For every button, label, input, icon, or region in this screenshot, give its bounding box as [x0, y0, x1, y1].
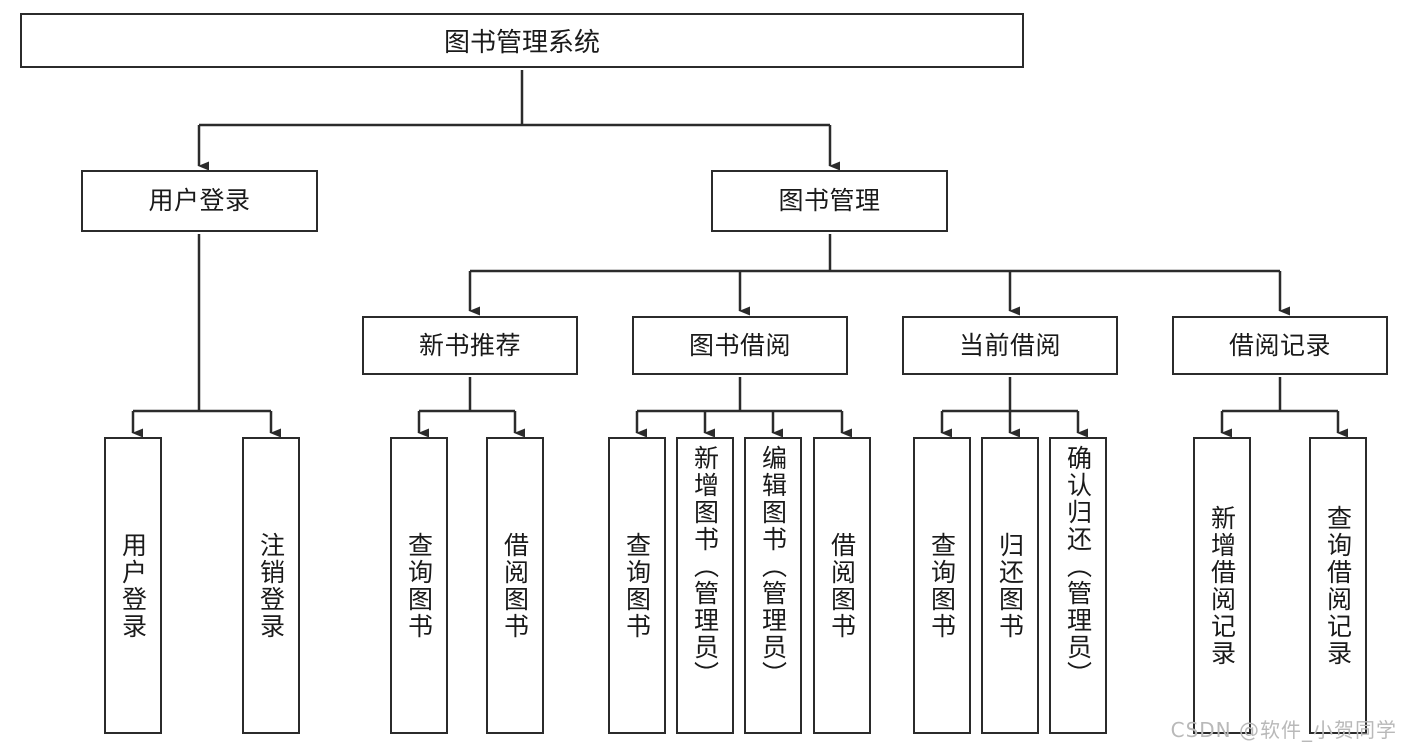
leaf-confirm-return[interactable]: 确认归还（管理员）	[1049, 437, 1107, 734]
watermark: CSDN @软件_小贺同学	[1170, 718, 1397, 742]
leaf-confirm-return-label: 确认归还（管理员）	[1063, 445, 1093, 688]
node-book-manage[interactable]: 图书管理	[711, 170, 948, 232]
node-current-borrow-label: 当前借阅	[958, 330, 1061, 360]
node-borrow-record[interactable]: 借阅记录	[1172, 316, 1388, 375]
node-new-book-rec-label: 新书推荐	[418, 330, 521, 360]
node-root[interactable]: 图书管理系统	[20, 13, 1024, 68]
leaf-query-book-1-label: 查询图书	[404, 531, 434, 640]
node-current-borrow[interactable]: 当前借阅	[902, 316, 1118, 375]
node-borrow-record-label: 借阅记录	[1228, 330, 1331, 360]
node-user-login[interactable]: 用户登录	[81, 170, 318, 232]
leaf-user-logout[interactable]: 注销登录	[242, 437, 300, 734]
leaf-add-book[interactable]: 新增图书（管理员）	[676, 437, 734, 734]
node-root-label: 图书管理系统	[443, 28, 600, 58]
leaf-add-record[interactable]: 新增借阅记录	[1193, 437, 1251, 734]
leaf-add-book-label: 新增图书（管理员）	[690, 445, 720, 688]
leaf-borrow-book-1[interactable]: 借阅图书	[486, 437, 544, 734]
leaf-query-book-3[interactable]: 查询图书	[913, 437, 971, 734]
leaf-add-record-label: 新增借阅记录	[1207, 504, 1237, 667]
leaf-query-book-2-label: 查询图书	[622, 531, 652, 640]
leaf-borrow-book-2-label: 借阅图书	[827, 531, 857, 640]
leaf-user-login-label: 用户登录	[118, 531, 148, 640]
leaf-edit-book-label: 编辑图书（管理员）	[758, 445, 788, 688]
leaf-edit-book[interactable]: 编辑图书（管理员）	[744, 437, 802, 734]
node-new-book-rec[interactable]: 新书推荐	[362, 316, 578, 375]
leaf-query-record[interactable]: 查询借阅记录	[1309, 437, 1367, 734]
leaf-borrow-book-1-label: 借阅图书	[500, 531, 530, 640]
node-book-borrow-label: 图书借阅	[688, 330, 791, 360]
node-book-manage-label: 图书管理	[778, 186, 881, 216]
leaf-borrow-book-2[interactable]: 借阅图书	[813, 437, 871, 734]
leaf-return-book[interactable]: 归还图书	[981, 437, 1039, 734]
leaf-query-record-label: 查询借阅记录	[1323, 504, 1353, 667]
node-user-login-label: 用户登录	[148, 186, 251, 216]
leaf-return-book-label: 归还图书	[995, 531, 1025, 640]
node-book-borrow[interactable]: 图书借阅	[632, 316, 848, 375]
leaf-query-book-1[interactable]: 查询图书	[390, 437, 448, 734]
leaf-user-logout-label: 注销登录	[256, 531, 286, 640]
leaf-user-login[interactable]: 用户登录	[104, 437, 162, 734]
leaf-query-book-3-label: 查询图书	[927, 531, 957, 640]
leaf-query-book-2[interactable]: 查询图书	[608, 437, 666, 734]
